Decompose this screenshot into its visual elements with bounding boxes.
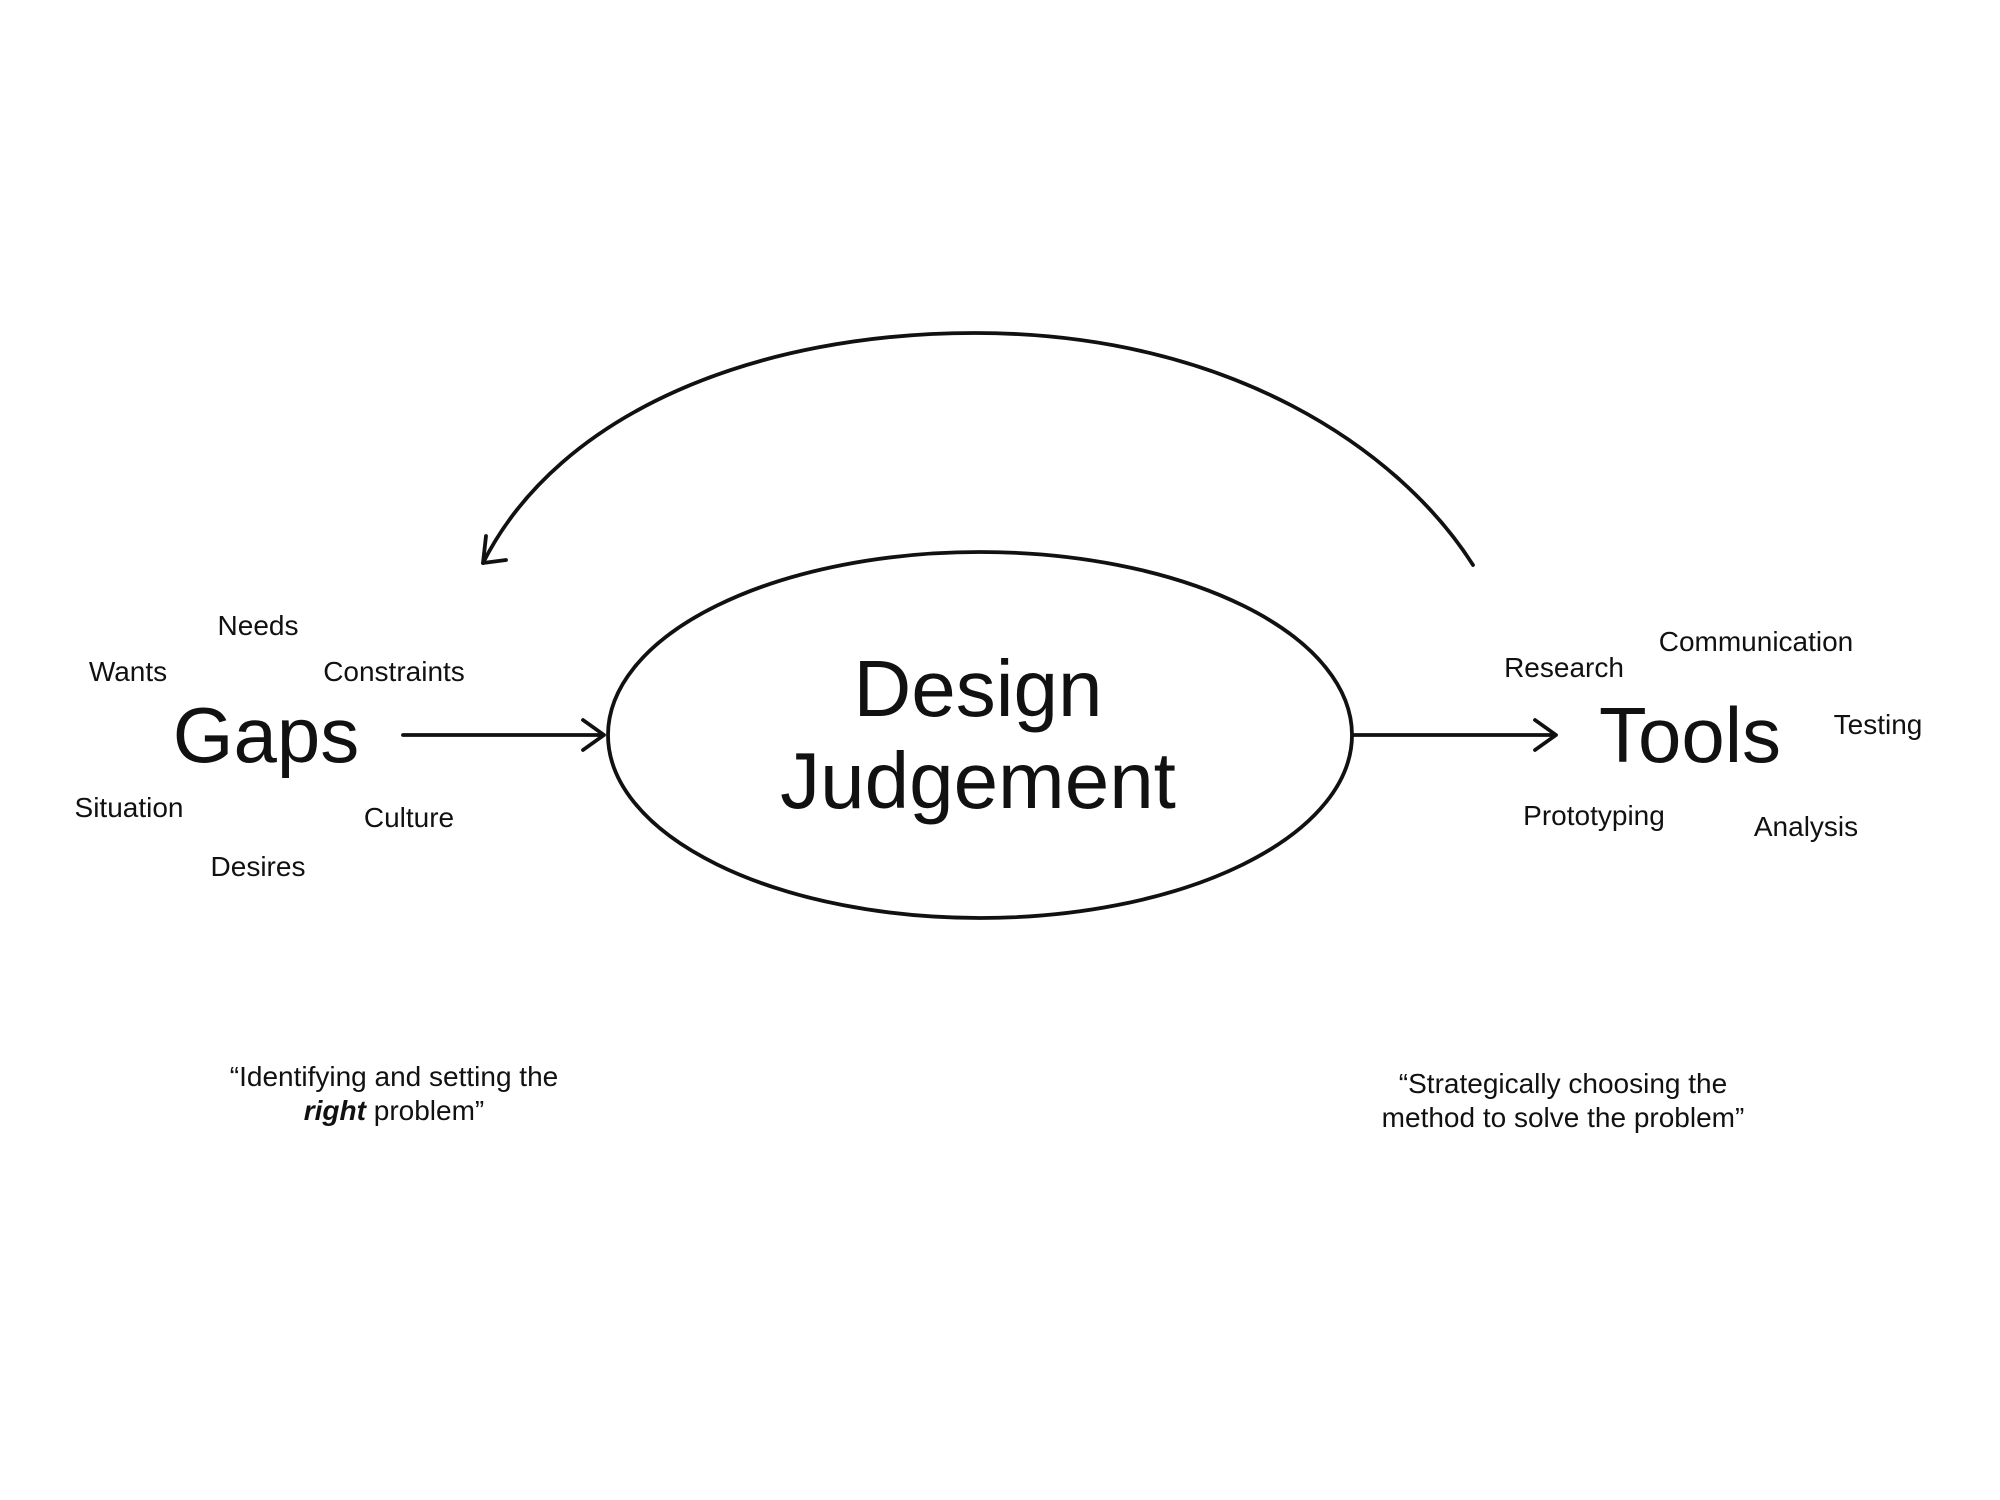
- tools-quote-line1: “Strategically choosing the: [1398, 1068, 1728, 1099]
- gaps-word-wants: Wants: [88, 656, 168, 687]
- judgement-to-tools-arrow: [1351, 718, 1558, 752]
- tools-title: Tools: [1598, 691, 1782, 779]
- tools-word-research: Research: [1504, 652, 1624, 683]
- gaps-word-needs: Needs: [217, 610, 299, 641]
- gaps-quote-line2-rest: problem”: [365, 1095, 485, 1126]
- tools-word-analysis: Analysis: [1753, 811, 1859, 842]
- gaps-quote-line2: right problem”: [230, 1094, 558, 1128]
- center-title-line2: Judgement: [780, 736, 1176, 825]
- gaps-word-constraints: Constraints: [323, 656, 465, 687]
- gaps-word-culture: Culture: [363, 802, 455, 833]
- center-title-line1: Design: [853, 644, 1103, 733]
- feedback-loop-arrow: [481, 331, 1475, 567]
- tools-word-testing: Testing: [1833, 709, 1923, 740]
- gaps-quote: “Identifying and setting the right probl…: [230, 1060, 558, 1128]
- tools-word-prototyping: Prototyping: [1523, 800, 1665, 831]
- tools-word-communication: Communication: [1658, 626, 1854, 657]
- tools-quote-line2: method to solve the problem”: [1381, 1102, 1745, 1133]
- gaps-word-desires: Desires: [210, 851, 306, 882]
- gaps-quote-emphasis: right: [303, 1095, 366, 1126]
- gaps-to-judgement-arrow: [401, 718, 606, 752]
- gaps-title: Gaps: [172, 691, 360, 779]
- tools-quote: “Strategically choosing the method to so…: [1382, 1067, 1745, 1135]
- gaps-word-situation: Situation: [74, 792, 184, 823]
- gaps-quote-line1: “Identifying and setting the: [229, 1061, 559, 1092]
- design-judgement-title: Design Judgement: [780, 643, 1176, 827]
